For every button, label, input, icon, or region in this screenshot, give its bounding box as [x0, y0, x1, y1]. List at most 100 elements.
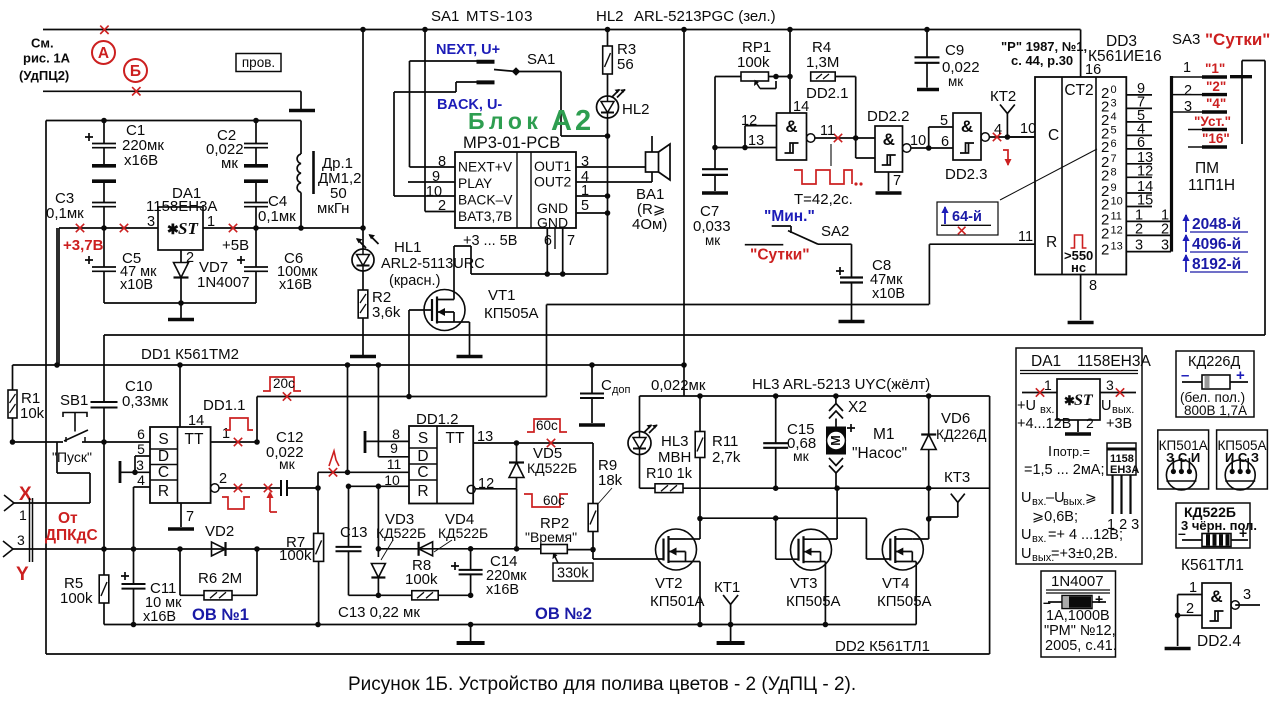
svg-text:От: От — [58, 510, 78, 527]
svg-text:VT1: VT1 — [488, 287, 516, 304]
svg-text:1,3М: 1,3М — [806, 54, 839, 71]
svg-text:2: 2 — [1184, 83, 1192, 99]
svg-text:ОВ №2: ОВ №2 — [535, 605, 592, 623]
svg-text:>550: >550 — [1064, 248, 1093, 263]
svg-text:10: 10 — [426, 184, 442, 200]
svg-text:1: 1 — [1135, 207, 1143, 223]
svg-text:4: 4 — [1137, 121, 1145, 137]
svg-text:3: 3 — [1106, 377, 1114, 393]
svg-text:C1: C1 — [126, 122, 145, 139]
svg-text:(красн.): (красн.) — [389, 273, 440, 289]
svg-text:–U: –U — [1046, 490, 1065, 506]
svg-text:А2: А2 — [551, 105, 594, 137]
svg-text:КП501А: КП501А — [650, 593, 705, 610]
svg-text:OUT2: OUT2 — [534, 174, 572, 190]
svg-text:3 чёрн. пол.: 3 чёрн. пол. — [1181, 518, 1257, 533]
svg-text:х10В: х10В — [120, 277, 153, 293]
svg-text:"4": "4" — [1206, 96, 1226, 111]
svg-text:ARL-5213PGC (зел.): ARL-5213PGC (зел.) — [634, 8, 776, 25]
svg-text:10: 10 — [910, 133, 926, 149]
svg-text:R4: R4 — [812, 39, 831, 56]
svg-text:1N4007: 1N4007 — [197, 274, 250, 291]
svg-text:BACK–V: BACK–V — [458, 193, 513, 208]
svg-text:2005, с.41.: 2005, с.41. — [1045, 638, 1117, 654]
svg-text:(бел. пол.): (бел. пол.) — [1180, 390, 1245, 405]
svg-text:C5: C5 — [122, 250, 141, 267]
svg-text:⩾0,6В;: ⩾0,6В; — [1032, 509, 1078, 525]
svg-text:с. 44, р.30: с. 44, р.30 — [1011, 53, 1073, 68]
svg-text:2,7k: 2,7k — [712, 449, 741, 466]
svg-text:+U: +U — [1017, 398, 1036, 414]
svg-text:ДПКдС: ДПКдС — [45, 527, 98, 544]
svg-text:Блок: Блок — [468, 108, 542, 134]
svg-text:+3 ... 5В: +3 ... 5В — [463, 233, 517, 249]
svg-text:C12: C12 — [276, 429, 304, 446]
svg-text:C7: C7 — [700, 203, 719, 220]
svg-text:0,022: 0,022 — [266, 444, 304, 461]
svg-text:SA3: SA3 — [1172, 31, 1200, 48]
svg-text:R: R — [417, 483, 428, 500]
svg-text:мкГн: мкГн — [317, 200, 349, 217]
svg-text:"Сутки": "Сутки" — [750, 247, 810, 264]
svg-text:потр.=: потр.= — [1053, 445, 1090, 459]
svg-text:2: 2 — [1101, 183, 1109, 200]
svg-text:&: & — [883, 130, 895, 149]
svg-text:вх.: вх. — [1032, 496, 1046, 508]
svg-text:3: 3 — [1135, 238, 1143, 254]
svg-text:11: 11 — [387, 456, 402, 472]
svg-text:20с: 20с — [273, 376, 295, 391]
svg-text:И С З: И С З — [1225, 450, 1259, 465]
svg-text:ЕН3А: ЕН3А — [1110, 464, 1139, 476]
svg-text:+3В: +3В — [1106, 416, 1132, 432]
svg-text:5: 5 — [1137, 108, 1145, 124]
svg-text:BAT3,7В: BAT3,7В — [458, 209, 512, 224]
svg-text:13: 13 — [477, 429, 493, 445]
svg-text:I: I — [1048, 444, 1052, 460]
svg-text:х16В: х16В — [124, 152, 158, 169]
svg-text:VD2: VD2 — [205, 523, 234, 540]
svg-text:C2: C2 — [217, 127, 236, 144]
svg-text:Др.1: Др.1 — [322, 155, 353, 172]
svg-text:NEXT+V: NEXT+V — [458, 160, 513, 175]
svg-text:NEXT, U+: NEXT, U+ — [436, 42, 500, 58]
svg-text:=1,5 ... 2мА;: =1,5 ... 2мА; — [1024, 462, 1105, 478]
svg-text:R8: R8 — [412, 557, 431, 574]
svg-text:7: 7 — [1111, 153, 1117, 165]
svg-text:=+3±0,2В.: =+3±0,2В. — [1051, 546, 1118, 562]
svg-text:R11: R11 — [712, 433, 738, 450]
svg-text:11: 11 — [820, 123, 835, 139]
svg-text:R: R — [158, 483, 169, 500]
svg-text:"Мин.": "Мин." — [764, 208, 815, 225]
svg-text:мк: мк — [948, 74, 963, 89]
svg-text:7: 7 — [893, 173, 901, 189]
svg-text:2: 2 — [1086, 415, 1094, 431]
svg-text:–: – — [1181, 367, 1189, 384]
svg-text:"16": "16" — [1202, 131, 1230, 146]
svg-text:4: 4 — [581, 169, 589, 185]
svg-text:–: – — [1043, 594, 1051, 610]
svg-text:R5: R5 — [64, 575, 83, 592]
svg-text:CT2: CT2 — [1064, 82, 1093, 99]
svg-text:+5В: +5В — [222, 237, 249, 254]
svg-text:7: 7 — [567, 233, 575, 249]
svg-text:1: 1 — [207, 214, 215, 230]
svg-text:&: & — [1210, 587, 1222, 606]
svg-text:0,022мк: 0,022мк — [651, 377, 706, 394]
svg-text:VD3: VD3 — [385, 511, 414, 528]
svg-text:З С И: З С И — [1166, 450, 1200, 465]
svg-text:R9: R9 — [598, 457, 617, 474]
svg-text:2: 2 — [1101, 112, 1109, 129]
svg-text:3: 3 — [1111, 97, 1117, 109]
svg-text:4Ом): 4Ом) — [632, 216, 667, 233]
svg-text:C4: C4 — [268, 193, 287, 210]
svg-text:См.: См. — [31, 36, 54, 51]
svg-text:3: 3 — [136, 457, 144, 473]
svg-text:0,022: 0,022 — [206, 141, 244, 158]
svg-text:60с: 60с — [543, 493, 565, 508]
svg-text:100k: 100k — [405, 571, 438, 588]
svg-text:КД522Б: КД522Б — [438, 525, 488, 541]
svg-text:TT: TT — [446, 430, 465, 447]
svg-text:4: 4 — [137, 472, 145, 488]
svg-text:0,022: 0,022 — [942, 59, 980, 76]
svg-text:вх.: вх. — [1032, 533, 1046, 545]
